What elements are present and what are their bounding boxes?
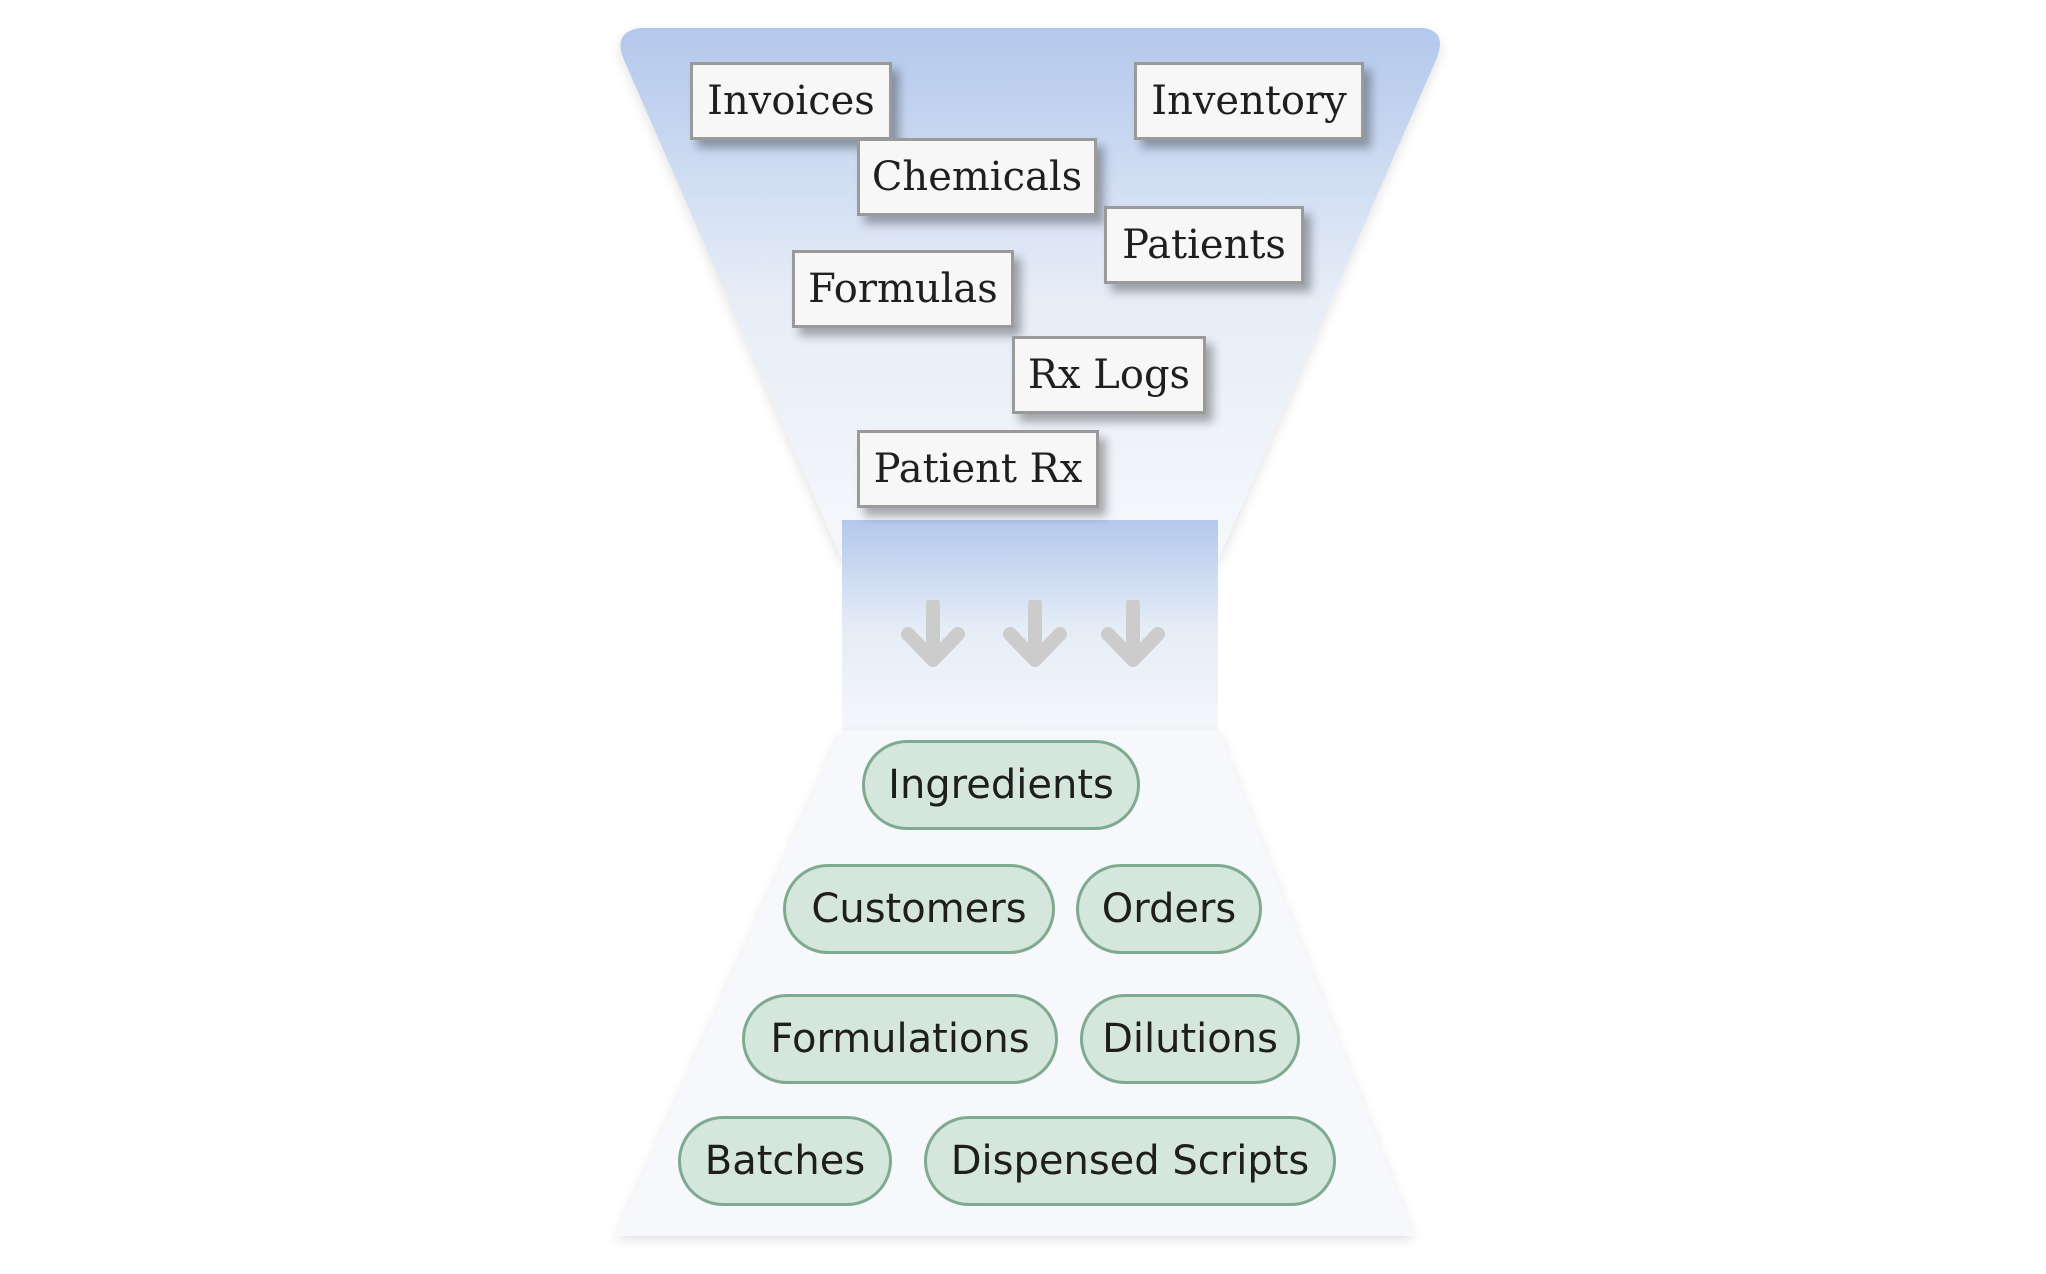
entity-pill-ingredients: Ingredients <box>862 740 1140 830</box>
doc-card-invoices: Invoices <box>690 62 892 140</box>
entity-pill-formulations: Formulations <box>742 994 1058 1084</box>
doc-card-formulas: Formulas <box>792 250 1014 328</box>
arrow-down-icon <box>1003 600 1067 667</box>
top-funnel <box>620 28 1440 560</box>
doc-card-inventory: Inventory <box>1134 62 1364 140</box>
doc-card-rx-logs: Rx Logs <box>1012 336 1206 414</box>
entity-pill-dilutions: Dilutions <box>1080 994 1300 1084</box>
entity-pill-customers: Customers <box>783 864 1055 954</box>
doc-card-chemicals: Chemicals <box>857 138 1097 216</box>
doc-card-patients: Patients <box>1104 206 1304 284</box>
arrow-down-icon <box>1101 600 1165 667</box>
doc-card-patient-rx: Patient Rx <box>857 430 1099 508</box>
entity-pill-batches: Batches <box>678 1116 892 1206</box>
entity-pill-orders: Orders <box>1076 864 1262 954</box>
arrow-down-icon <box>901 600 965 667</box>
entity-pill-dispensed-scripts: Dispensed Scripts <box>924 1116 1336 1206</box>
bottom-funnel <box>616 730 1414 1236</box>
